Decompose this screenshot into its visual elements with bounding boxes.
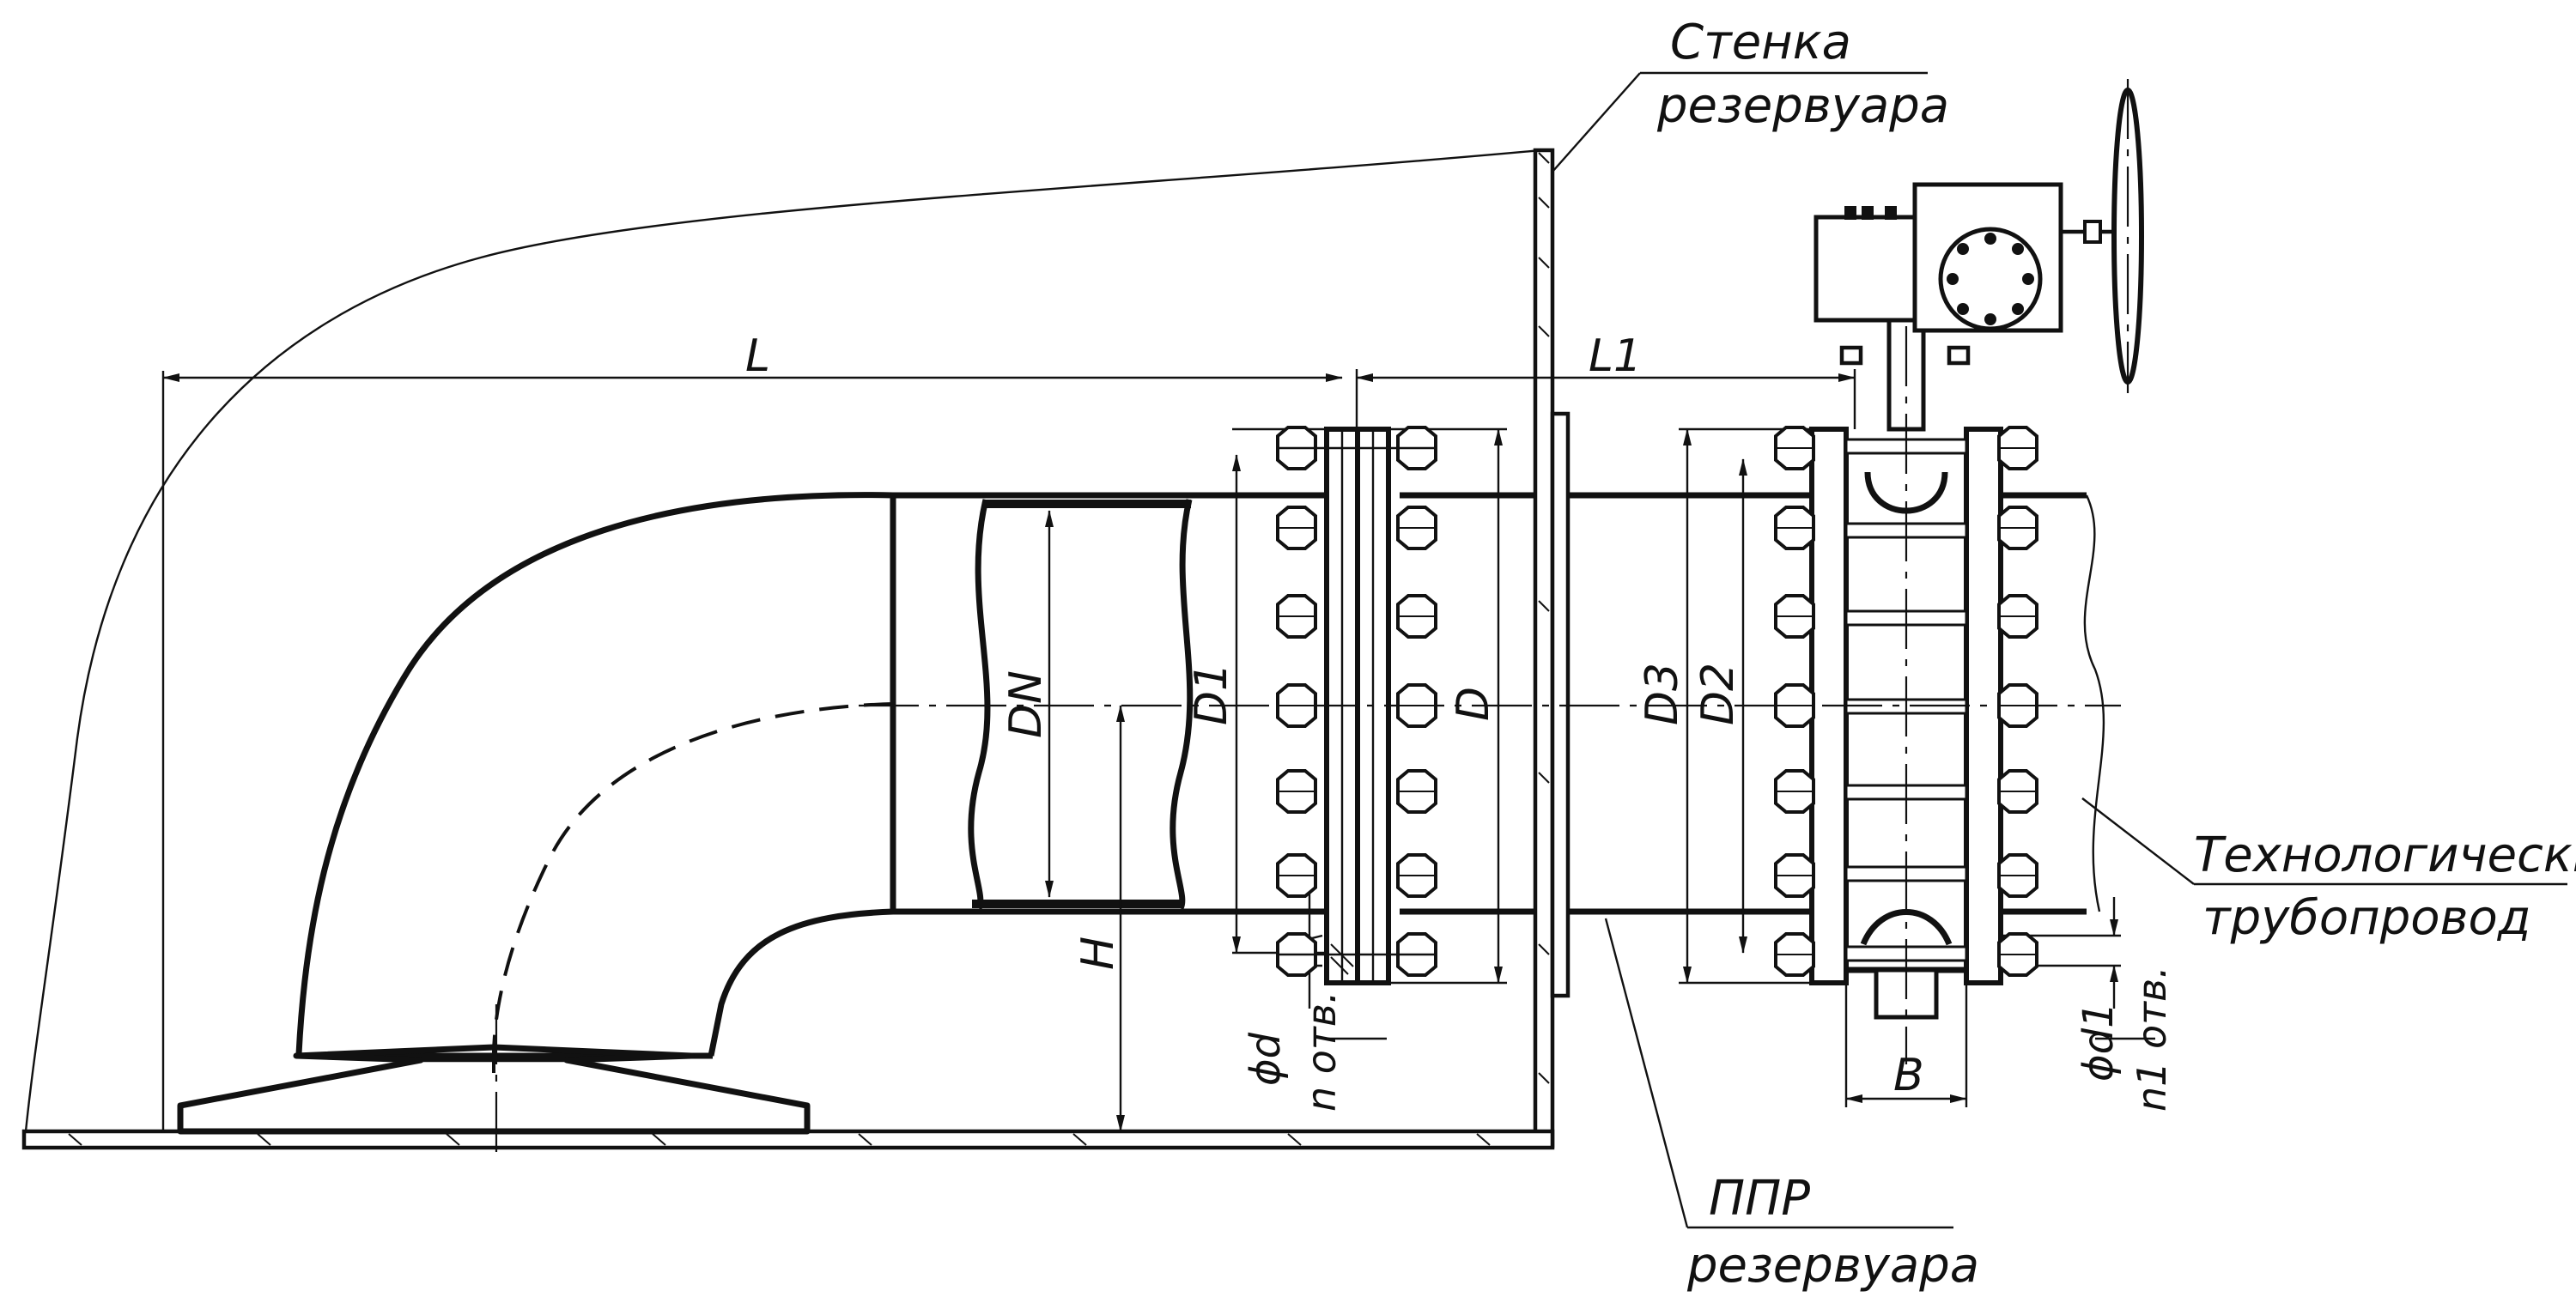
dim-D: D: [1448, 687, 1499, 721]
dim-L1: L1: [1589, 330, 1642, 382]
intake-elbow: [295, 492, 1352, 1059]
dim-D3: D3: [1637, 663, 1688, 725]
pipe-section-view: [968, 499, 1194, 910]
dim-D1: D1: [1186, 663, 1237, 725]
dim-phi-d: ϕd: [1242, 1032, 1290, 1086]
dim-DN: DN: [1000, 670, 1052, 738]
tank-break-line: [24, 148, 1542, 1132]
label-tank-wall-1: Стенка: [1670, 15, 1851, 70]
gear-actuator: [1814, 79, 2144, 432]
label-ppr-1: ППР: [1709, 1171, 1810, 1227]
label-pipeline-1: Технологический: [2194, 827, 2576, 883]
dim-n-holes: n отв.: [1298, 991, 1345, 1112]
dim-H: H: [1072, 936, 1124, 970]
dim-L: L: [745, 330, 770, 382]
dim-B: B: [1893, 1050, 1924, 1101]
dim-n1-holes: n1 отв.: [2129, 966, 2175, 1112]
tank-wall: [1533, 148, 1555, 1149]
label-pipeline-2: трубопровод: [2202, 890, 2531, 946]
dim-D2: D2: [1692, 663, 1744, 725]
centerlines: [495, 326, 2121, 1159]
tank-floor: [21, 1129, 1555, 1150]
label-tank-wall-2: резервуара: [1656, 78, 1949, 134]
process-pipeline: [2001, 492, 2105, 915]
tank-flange-bolts: [1276, 426, 1437, 977]
leader-lines: [1324, 71, 2567, 1229]
dim-phi-d1: ϕd1: [2075, 1002, 2123, 1082]
support-base: [177, 1044, 811, 1135]
label-ppr-2: резервуара: [1686, 1238, 1979, 1294]
